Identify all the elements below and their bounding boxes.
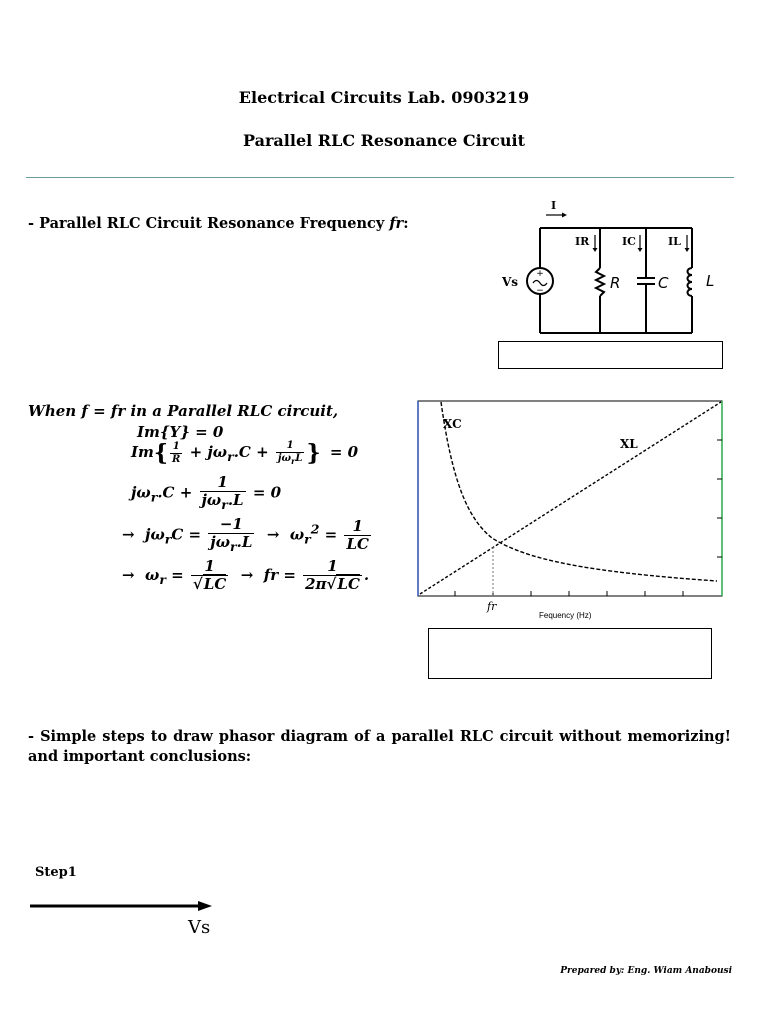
c-label: C xyxy=(658,274,669,292)
derivation-line-1: When f = fr in a Parallel RLC circuit, xyxy=(28,402,339,420)
xaxis-label: Fequency (Hz) xyxy=(539,611,592,620)
r-label: R xyxy=(610,274,620,292)
heading-suffix: : xyxy=(403,215,409,232)
xl-label: XL xyxy=(620,437,638,451)
xc-label: XC xyxy=(443,417,462,431)
phasor-steps-heading: - Simple steps to draw phasor diagram of… xyxy=(28,728,731,765)
source-label: Vs xyxy=(501,275,518,289)
current-label: I xyxy=(551,199,556,212)
xc-curve xyxy=(440,401,718,582)
xl-curve xyxy=(419,401,722,595)
derivation-line-2: Im{Y} = 0 xyxy=(137,423,224,441)
resonance-frequency-heading: - Parallel RLC Circuit Resonance Frequen… xyxy=(28,215,409,232)
ir-label: IR xyxy=(575,235,590,248)
parallel-rlc-circuit-diagram: + − I Vs IR IC IL R C L xyxy=(501,199,714,334)
graph-caption-box xyxy=(428,628,712,679)
ic-label: IC xyxy=(622,235,636,248)
header-divider xyxy=(26,177,734,178)
heading-prefix: - Parallel RLC Circuit Resonance Frequen… xyxy=(28,215,390,232)
l-label: L xyxy=(706,272,714,290)
step1-label: Step1 xyxy=(35,865,77,880)
line4-equals: = 0 xyxy=(252,483,282,502)
prepared-by-credit: Prepared by: Eng. Wiam Anabousi xyxy=(560,966,732,976)
fr-label: fr xyxy=(486,600,497,613)
il-label: IL xyxy=(668,235,681,248)
reactance-frequency-graph: XC XL fr Fequency (Hz) xyxy=(417,400,723,620)
line3-equals: = 0 xyxy=(329,443,359,462)
document-subtitle: Parallel RLC Resonance Circuit xyxy=(243,131,525,150)
document-title: Electrical Circuits Lab. 0903219 xyxy=(238,88,530,107)
circuit-caption-box xyxy=(498,341,723,369)
ac-source-icon: + − xyxy=(526,267,554,296)
im-operator: Im xyxy=(131,443,154,462)
svg-text:+: + xyxy=(536,269,544,279)
vs-phasor-arrow-icon: Vs xyxy=(30,901,212,938)
vs-vector-label: Vs xyxy=(187,917,210,938)
svg-text:−: − xyxy=(536,286,544,296)
heading-var: fr xyxy=(389,215,404,232)
